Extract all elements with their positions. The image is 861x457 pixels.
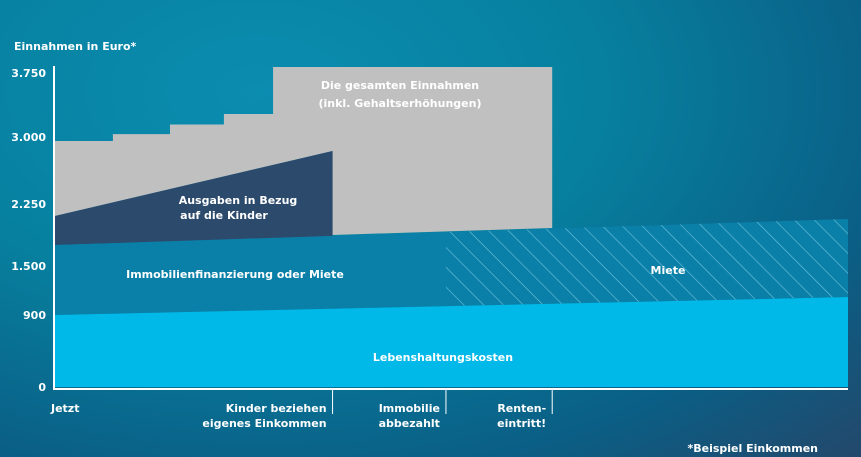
series-immobilien-area: [55, 232, 446, 315]
y-tick-label: 2.250: [11, 198, 46, 211]
series-lebenshaltung-area: [55, 297, 848, 387]
y-tick-label: 1.500: [11, 260, 46, 273]
y-tick-label: 900: [23, 309, 46, 322]
label-immobilien: Immobilienfinanzierung oder Miete: [126, 268, 344, 281]
label-lebenshaltung: Lebenshaltungskosten: [373, 351, 513, 364]
footnote: *Beispiel Einkommen: [687, 442, 818, 455]
milestone-label: Renten-: [497, 402, 546, 415]
label-income: Die gesamten Einnahmen: [321, 79, 479, 92]
milestone-label: Immobilie: [379, 402, 440, 415]
label-income: (inkl. Gehaltserhöhungen): [318, 97, 481, 110]
y-axis-label: Einnahmen in Euro*: [14, 40, 137, 53]
milestone-label: Kinder beziehen: [226, 402, 327, 415]
y-tick-label: 3.750: [11, 67, 46, 80]
y-tick-label: 3.000: [11, 131, 46, 144]
series-miete-area: [445, 218, 848, 307]
milestone-label: eintritt!: [497, 417, 546, 430]
label-kinder: Ausgaben in Bezug: [179, 194, 298, 207]
milestone-label: abbezahlt: [379, 417, 440, 430]
y-tick-label: 0: [38, 381, 46, 394]
series-kinder-area: [55, 151, 333, 246]
series-income-area: [55, 67, 553, 235]
label-kinder: auf die Kinder: [180, 209, 268, 222]
label-miete: Miete: [651, 264, 686, 277]
milestone-label: eigenes Einkommen: [202, 417, 326, 430]
milestone-label: Jetzt: [50, 402, 79, 415]
